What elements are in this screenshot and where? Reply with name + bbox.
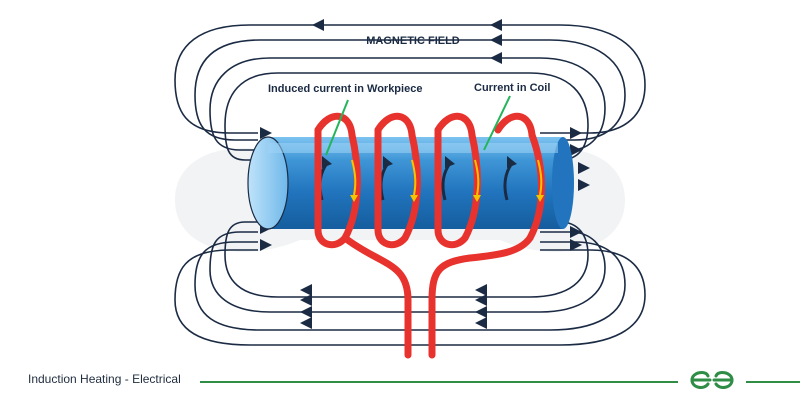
logo-background (678, 364, 746, 396)
footer-title-background (0, 368, 200, 392)
induced-current-arrowheads (322, 156, 517, 168)
coil-back (314, 112, 536, 139)
magnetic-field-label: MAGNETIC FIELD (366, 35, 460, 47)
coil-current-label: Current in Coil (474, 82, 550, 94)
footer-title: Induction Heating - Electrical (28, 372, 181, 386)
coil-current-arrows (351, 159, 543, 196)
geeksforgeeks-logo-icon (690, 371, 734, 389)
coil-current-arrowheads (350, 195, 544, 202)
induced-current-label: Induced current in Workpiece (268, 83, 422, 95)
footer-divider (0, 381, 800, 383)
label-pointers (325, 95, 511, 156)
footer-bar: Induction Heating - Electrical (0, 360, 800, 400)
